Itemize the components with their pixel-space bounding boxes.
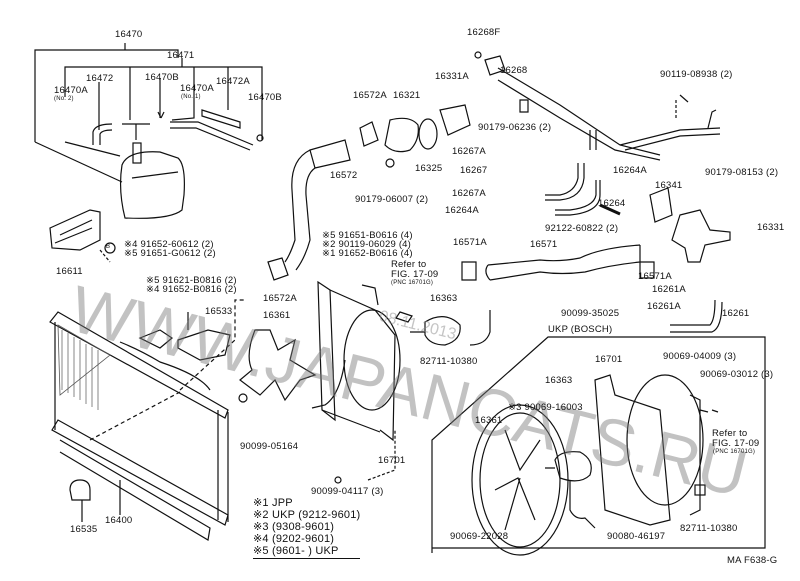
part-number-label: 82711-10380 (420, 356, 478, 367)
bracket-16533-drawing (177, 312, 231, 361)
legend-item-5: ※5 (9601- ) UKP (253, 545, 339, 557)
part-number-label: 16268 (500, 65, 528, 76)
reservoir-tank-drawing (92, 109, 264, 219)
legend: ※1 JPP ※2 UKP (9212-9601) ※3 (9308-9601)… (253, 497, 361, 559)
part-number-label: Refer to (712, 428, 748, 439)
hose-16261-drawing (670, 299, 723, 333)
part-number-label: 16331A (435, 71, 469, 82)
part-number-label: 16572A (263, 293, 297, 304)
bypass-hoses-drawing (545, 163, 601, 216)
legend-item-2: ※2 UKP (9212-9601) (253, 509, 361, 521)
part-number-label: ※5 91651-G0612 (2) (124, 248, 216, 259)
part-number-label: (No. 1) (181, 94, 201, 100)
part-number-label: 16261 (722, 308, 750, 319)
part-number-label: 16267A (452, 146, 486, 157)
part-number-label: (PNC 16701G) (391, 280, 434, 286)
water-pipe-drawing (474, 51, 721, 161)
part-number-label: 16400 (105, 515, 133, 526)
part-number-label: 16470 (115, 29, 143, 40)
reservoir-callout-lines (34, 43, 263, 183)
part-number-label: 90099-35025 (561, 308, 620, 319)
part-number-label: ※3 90069-16003 (508, 402, 583, 413)
part-number-label: (PNC 16701G) (713, 449, 756, 455)
part-number-label: 90179-06007 (2) (355, 194, 429, 205)
part-number-label: 16267A (452, 188, 486, 199)
radiator-drawing (49, 299, 245, 541)
part-number-label: 16264A (445, 205, 479, 216)
part-number-label: 82711-10380 (680, 523, 738, 534)
part-number-label: FIG. 17-09 (391, 269, 439, 280)
part-number-label: 16264A (613, 165, 647, 176)
part-number-label: 16470A (54, 85, 88, 96)
fan-shroud-drawing (238, 280, 491, 484)
part-number-label: 16268F (467, 27, 501, 38)
bracket-16611-drawing (49, 209, 101, 251)
variant-box-title: UKP (BOSCH) (548, 324, 613, 335)
part-number-label: ※2 90119-06029 (4) (322, 239, 412, 250)
part-number-label: 16472 (86, 73, 114, 84)
part-number-label: 16470B (248, 92, 282, 103)
part-number-label: 16611 (56, 266, 83, 277)
part-number-label: 16701 (595, 354, 623, 365)
thermostat-housing-drawing (649, 187, 731, 263)
part-number-label: 16470B (145, 72, 179, 83)
part-number-label: Refer to (391, 259, 427, 270)
upper-hose-drawing (267, 104, 471, 281)
inset-fan-drawing (471, 374, 719, 556)
legend-item-3: ※3 (9308-9601) (253, 521, 335, 533)
part-number-label: ※4 91652-60612 (2) (124, 239, 214, 250)
part-number-label: 92122-60822 (2) (545, 223, 619, 234)
part-number-label: 16267 (460, 165, 488, 176)
part-number-label: 90069-04009 (3) (663, 351, 737, 362)
part-number-label: 90069-22028 (450, 531, 509, 542)
part-number-label: ※5 91621-B0816 (2) (146, 275, 237, 286)
legend-item-1: ※1 JPP (253, 497, 293, 509)
part-number-label: FIG. 17-09 (712, 438, 760, 449)
part-number-label: 16701 (378, 455, 406, 466)
part-number-label: 16341 (655, 180, 683, 191)
part-number-label: 16363 (430, 293, 458, 304)
bolt-b-marker (104, 242, 116, 254)
part-number-label: 90069-03012 (3) (700, 369, 774, 380)
part-number-label: 90099-04117 (3) (311, 486, 384, 497)
part-number-label: 16535 (70, 524, 98, 535)
part-number-label: 16470A (180, 83, 214, 94)
part-number-label: 16471 (167, 50, 195, 61)
part-number-label: 16571 (530, 239, 558, 250)
part-number-label: 16363 (545, 375, 573, 386)
diagram-code: MA F638-G (727, 555, 778, 566)
part-number-label: 16571A (638, 271, 672, 282)
part-number-label: 90179-06236 (2) (478, 122, 552, 133)
part-number-label: 16572 (330, 170, 358, 181)
part-number-label: 16325 (415, 163, 443, 174)
part-number-label: B (106, 244, 111, 250)
part-number-label: 16264 (598, 198, 626, 209)
part-number-label: 16261A (652, 284, 686, 295)
part-number-label: 16261A (647, 301, 681, 312)
part-number-label: 16571A (453, 237, 487, 248)
part-number-label: 16331 (757, 222, 785, 233)
part-number-label: 90099-05164 (240, 441, 299, 452)
part-number-label: 90179-08153 (2) (705, 167, 779, 178)
part-number-label: 90119-08938 (2) (660, 69, 733, 80)
part-number-label: 16321 (393, 90, 421, 101)
part-number-label: 16472A (216, 76, 250, 87)
part-number-label: 16361 (475, 415, 503, 426)
part-number-label: 16361 (263, 310, 291, 321)
lower-hose-drawing (485, 244, 641, 281)
part-number-label: ※4 91652-B0816 (2) (146, 284, 237, 295)
legend-item-4: ※4 (9202-9601) (253, 533, 335, 545)
ukp-bosch-inset-border (431, 336, 766, 553)
part-number-label: ※1 91652-B0616 (4) (322, 248, 413, 259)
part-number-label: (No. 2) (54, 96, 74, 102)
part-number-label: 16533 (205, 306, 233, 317)
part-number-label: ※5 91651-B0616 (4) (322, 230, 413, 241)
fan-16361-drawing (239, 329, 317, 402)
part-number-label: 16572A (353, 90, 387, 101)
part-number-label: 90080-46197 (607, 531, 666, 542)
